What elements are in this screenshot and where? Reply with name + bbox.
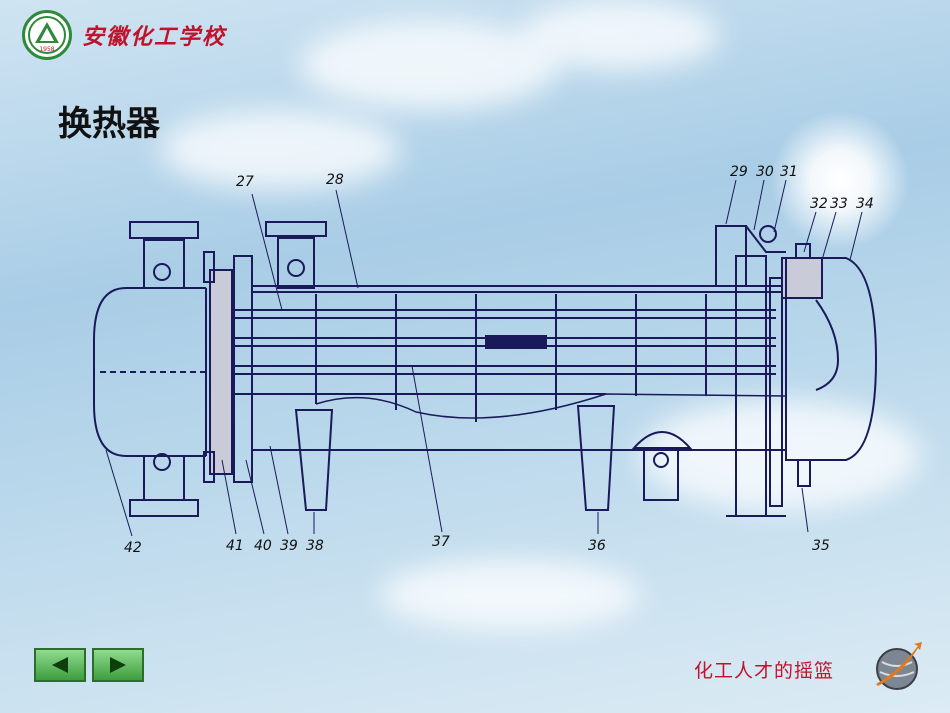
background-cloud xyxy=(520,0,720,70)
background-cloud xyxy=(380,560,640,630)
part-label-39: 39 xyxy=(280,538,298,554)
globe-arrow-icon xyxy=(876,642,922,690)
slide-title: 换热器 xyxy=(58,104,160,144)
footer-slogan: 化工人才的摇篮 xyxy=(694,660,835,682)
part-label-37: 37 xyxy=(432,534,450,550)
part-label-33: 33 xyxy=(830,196,848,212)
school-logo: 1958 xyxy=(22,10,72,60)
part-label-27: 27 xyxy=(236,174,254,190)
previous-slide-button[interactable] xyxy=(34,648,86,682)
part-label-41: 41 xyxy=(226,538,244,554)
school-name: 安徽化工学校 xyxy=(82,24,227,50)
triangle-right-icon xyxy=(110,657,126,673)
part-label-36: 36 xyxy=(588,538,606,554)
part-label-30: 30 xyxy=(756,164,774,180)
part-label-32: 32 xyxy=(810,196,828,212)
part-label-34: 34 xyxy=(856,196,874,212)
heat-exchanger-diagram: 27 28 29 30 31 32 33 34 35 36 37 38 39 4… xyxy=(93,164,878,556)
part-label-31: 31 xyxy=(780,164,798,180)
left-channel-head xyxy=(93,287,206,457)
part-label-28: 28 xyxy=(326,172,344,188)
sun-glow xyxy=(770,110,910,250)
triangle-left-icon xyxy=(52,657,68,673)
part-label-40: 40 xyxy=(254,538,272,554)
school-header: 1958 安徽化工学校 xyxy=(22,8,226,62)
next-slide-button[interactable] xyxy=(92,648,144,682)
part-label-35: 35 xyxy=(812,538,830,554)
part-label-29: 29 xyxy=(730,164,748,180)
background-cloud xyxy=(300,20,560,110)
logo-year: 1958 xyxy=(39,46,54,53)
part-label-42: 42 xyxy=(124,540,142,556)
background-cloud xyxy=(160,110,400,190)
background-cloud xyxy=(640,400,920,510)
part-label-38: 38 xyxy=(306,538,324,554)
